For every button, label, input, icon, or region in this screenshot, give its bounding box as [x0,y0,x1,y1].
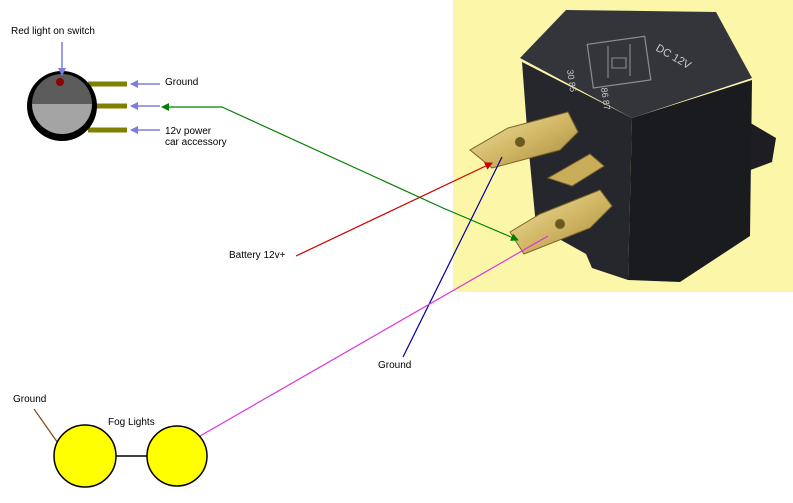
switch [27,71,127,141]
label-ground-relay: Ground [378,360,412,371]
label-ground-fog: Ground [13,394,47,405]
fog-light-left [53,424,117,488]
relay-pin-small [546,153,605,187]
relay-schematic [586,35,652,89]
label-power-line1: 12v power [165,126,212,137]
relay-photo [453,0,793,292]
fog-light-wire [199,235,549,437]
relay-top [520,10,752,118]
fog-light-right [146,425,208,487]
battery-wire [295,162,493,257]
label-red-light: Red light on switch [11,26,95,37]
relay-pins-right: 86 87 [599,87,612,111]
indicator-light [56,78,64,86]
relay-pins-left: 30 85 [565,69,578,93]
relay-side [628,80,752,282]
label-battery: Battery 12v+ [229,250,286,261]
switch-to-relay-wire [221,106,519,241]
ground-relay-wire [402,156,503,358]
label-ground-switch: Ground [165,77,199,88]
label-fog-lights: Fog Lights [108,417,155,428]
fog-ground-wire [33,408,61,447]
switch-face-bottom [32,104,92,134]
switch-face-top [32,74,92,104]
label-power-line2: car accessory [165,137,227,148]
